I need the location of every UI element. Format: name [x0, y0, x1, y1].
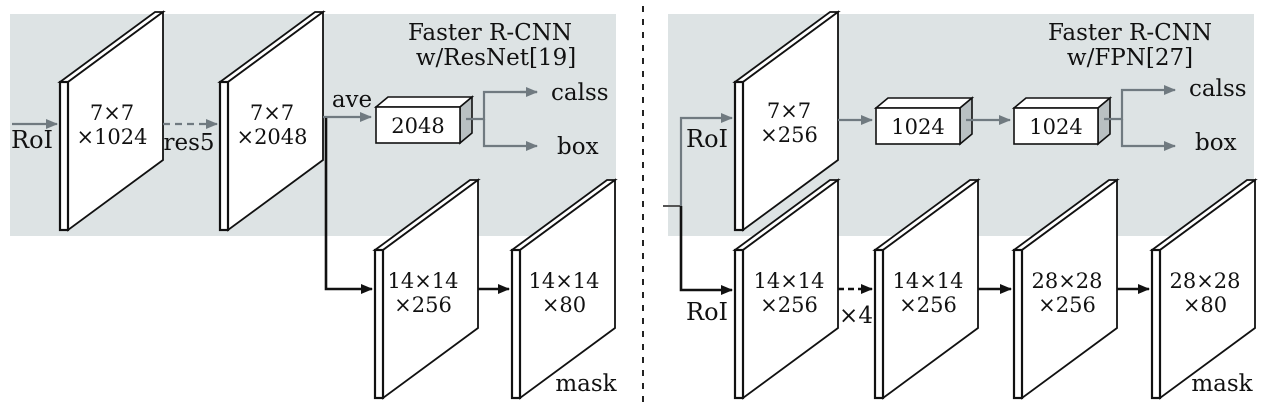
right-class-label: calss	[1189, 76, 1247, 102]
right-box-1024-b-label: 1024	[1029, 115, 1082, 139]
right-plate1-text-line2: ×256	[760, 123, 818, 147]
right-box-label: box	[1195, 130, 1237, 156]
left-box-label: box	[557, 134, 599, 160]
left-title-line2: w/ResNet[19]	[416, 45, 576, 71]
left-plate2-text-line1: 7×7	[250, 101, 294, 125]
left-mask-plate-2: 14×14 ×80	[509, 178, 618, 400]
left-class-label: calss	[551, 80, 609, 106]
right-mask-plate-4: 28×28 ×80	[1149, 178, 1258, 400]
right-feature-plate-1: 7×7 ×256	[732, 10, 841, 232]
right-fc-box-1024-b: 1024	[1011, 96, 1113, 146]
right-mask-plate2-text-line2: ×256	[899, 293, 957, 317]
right-input-upper-arrow	[679, 113, 733, 206]
left-box-2048-label: 2048	[391, 114, 444, 138]
right-mask-plate3-text-line1: 28×28	[1031, 269, 1102, 293]
right-mask-plate4-text-line1: 28×28	[1169, 269, 1240, 293]
left-mask-plate2-text-line2: ×80	[542, 293, 586, 317]
right-input-label-top: RoI	[686, 125, 728, 153]
right-mask-plate-3: 28×28 ×256	[1011, 178, 1120, 400]
left-mask-plate1-text-line1: 14×14	[387, 269, 458, 293]
left-mask-plate-1: 14×14 ×256	[372, 178, 481, 400]
right-box-1024-a-label: 1024	[891, 115, 944, 139]
right-mask-plate-1: 14×14 ×256	[732, 178, 841, 400]
left-feature-plate-2: 7×7 ×2048	[217, 10, 326, 232]
right-class-branch	[1104, 85, 1176, 121]
left-fc-box-2048: 2048	[373, 95, 475, 145]
left-feature-plate-1: 7×7 ×1024	[57, 10, 166, 232]
left-plate2-text-line2: ×2048	[236, 125, 307, 149]
right-box-branch	[1120, 119, 1176, 151]
right-mask-plate1-text-line1: 14×14	[753, 269, 824, 293]
right-input-lower-arrow	[679, 206, 733, 295]
left-plate1-text-line1: 7×7	[90, 101, 134, 125]
right-mask-plate2-text-line1: 14×14	[892, 269, 963, 293]
right-mask-plate1-text-line2: ×256	[760, 293, 818, 317]
left-mask-plate1-text-line2: ×256	[394, 293, 452, 317]
left-title-line1: Faster R-CNN	[408, 20, 572, 46]
right-x4-label: ×4	[839, 303, 873, 329]
right-title-line1: Faster R-CNN	[1048, 20, 1212, 46]
right-plate1-text-line1: 7×7	[767, 99, 811, 123]
right-mask-plate-2: 14×14 ×256	[872, 178, 981, 400]
right-fc-box-1024-a: 1024	[873, 96, 975, 146]
right-title-line2: w/FPN[27]	[1067, 45, 1193, 71]
right-mask-plate3-text-line2: ×256	[1038, 293, 1096, 317]
left-box-branch	[482, 119, 538, 151]
left-res5-label: res5	[163, 130, 214, 156]
left-mask-plate2-text-line1: 14×14	[528, 269, 599, 293]
left-plate1-text-line2: ×1024	[76, 125, 147, 149]
left-input-label: RoI	[11, 126, 53, 154]
left-mask-branch-arrow	[324, 118, 373, 294]
right-input-label-bottom: RoI	[686, 298, 728, 326]
left-mask-label: mask	[555, 371, 617, 397]
left-branch-lines	[466, 90, 537, 121]
right-mask-label: mask	[1191, 371, 1253, 397]
right-mask-plate4-text-line2: ×80	[1183, 293, 1227, 317]
left-ave-label: ave	[332, 87, 372, 113]
